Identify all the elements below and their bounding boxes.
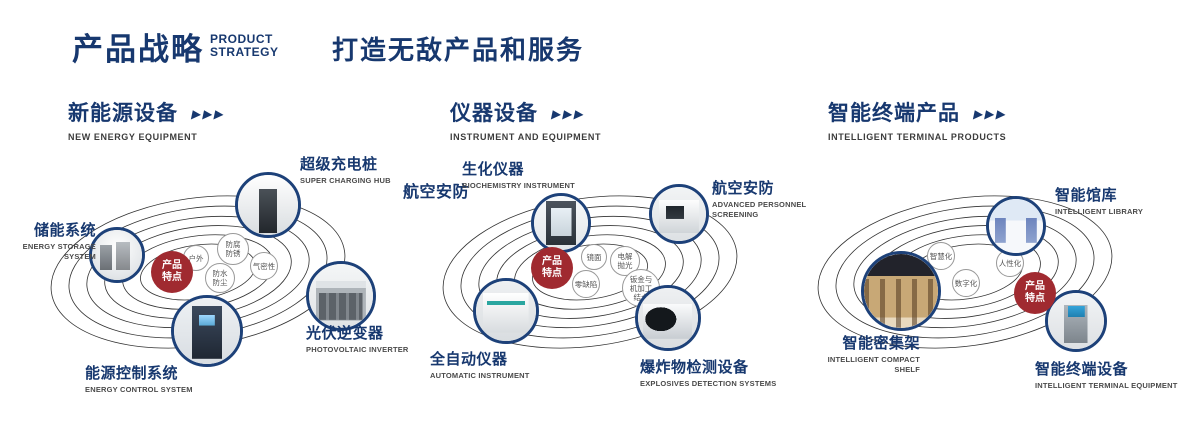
product-photo-automatic-instrument — [473, 278, 539, 344]
product-photo-biochemistry — [531, 193, 591, 253]
product-photo-pv-inverter — [306, 261, 376, 331]
feature-bubble-waterproof: 防水防尘 — [205, 263, 235, 293]
badge-label: 产品特点 — [162, 260, 182, 283]
product-name-zh: 超级充电桩 — [300, 156, 378, 173]
energy-control-image — [174, 298, 240, 364]
aviation-security-label: 航空安防 — [403, 184, 470, 201]
compact-shelf-image — [864, 254, 938, 328]
section-subtitle-new-energy: NEW ENERGY EQUIPMENT — [68, 132, 198, 142]
page-title: 产品战略 — [72, 32, 204, 67]
label-automatic-instrument: 全自动仪器 AUTOMATIC INSTRUMENT — [430, 348, 555, 381]
terminal-equipment-image — [1048, 293, 1104, 349]
product-name-en: BIOCHEMISTRY INSTRUMENT — [462, 181, 575, 190]
section-header-instrument: 仪器设备 ▶▶▶ INSTRUMENT AND EQUIPMENT — [450, 97, 601, 142]
feature-text: 零缺陷 — [574, 279, 598, 289]
feature-text: 防腐防锈 — [225, 240, 241, 258]
feature-text: 户外 — [188, 253, 204, 263]
section-subtitle-intelligent-terminal: INTELLIGENT TERMINAL PRODUCTS — [828, 132, 1007, 142]
product-photo-super-charging-hub — [235, 172, 301, 238]
product-name-en: INTELLIGENT LIBRARY — [1055, 207, 1144, 216]
section-title-intelligent-terminal: 智能终端产品 — [828, 102, 960, 125]
product-photo-explosives-detection — [635, 285, 701, 351]
feature-text: 电解抛光 — [617, 252, 633, 270]
product-name-zh: 生化仪器 — [462, 161, 525, 178]
page-title-en-line1: PRODUCT — [210, 32, 273, 46]
label-energy-storage: 储能系统 ENERGY STORAGE SYSTEM — [8, 219, 96, 262]
product-features-badge: 产品特点 — [1014, 272, 1056, 314]
product-name-zh: 智能馆库 — [1055, 187, 1118, 204]
label-pv-inverter: 光伏逆变器 PHOTOVOLTAIC INVERTER — [306, 322, 426, 355]
product-name-en: PHOTOVOLTAIC INVERTER — [306, 345, 409, 354]
biochemistry-instrument-image — [534, 196, 588, 250]
feature-bubble-mirror: 镜面 — [581, 244, 607, 270]
orbit-ellipses-intelligent-terminal — [817, 195, 1113, 349]
label-terminal-equipment: 智能终端设备 INTELLIGENT TERMINAL EQUIPMENT — [1035, 358, 1195, 391]
label-energy-control: 能源控制系统 ENERGY CONTROL SYSTEM — [85, 362, 215, 395]
triple-arrow-icon: ▶▶▶ — [550, 107, 588, 121]
pv-inverter-image — [309, 264, 373, 328]
product-name-zh: 光伏逆变器 — [306, 325, 384, 342]
section-title-new-energy: 新能源设备 — [68, 102, 178, 125]
feature-text: 人性化 — [998, 258, 1022, 268]
feature-bubble-anticorrosion: 防腐防锈 — [217, 233, 249, 265]
label-personnel-screening: 航空安防 ADVANCED PERSONNEL SCREENING — [712, 177, 830, 220]
product-photo-intelligent-library — [986, 196, 1046, 256]
label-intelligent-library: 智能馆库 INTELLIGENT LIBRARY — [1055, 184, 1175, 217]
product-name-zh: 能源控制系统 — [85, 365, 179, 382]
feature-text: 气密性 — [252, 261, 276, 271]
product-name-en: AUTOMATIC INSTRUMENT — [430, 371, 530, 380]
energy-storage-image — [92, 230, 142, 280]
product-name-zh: 智能终端设备 — [1035, 361, 1129, 378]
charging-pile-image — [238, 175, 298, 235]
tagline: 打造无敌产品和服务 — [332, 35, 585, 65]
product-name-en: INTELLIGENT COMPACT SHELF — [827, 355, 920, 375]
triple-arrow-icon: ▶▶▶ — [190, 107, 228, 121]
product-name-zh: 航空安防 — [712, 180, 775, 197]
section-subtitle-instrument: INSTRUMENT AND EQUIPMENT — [450, 132, 602, 142]
automatic-instrument-image — [476, 281, 536, 341]
section-title-instrument: 仪器设备 — [450, 102, 538, 125]
product-photo-personnel-screening — [649, 184, 709, 244]
product-name-zh: 储能系统 — [33, 222, 96, 239]
product-name-en: ENERGY CONTROL SYSTEM — [85, 385, 193, 394]
product-name-en: INTELLIGENT TERMINAL EQUIPMENT — [1035, 381, 1178, 390]
feature-bubble-smart: 智慧化 — [927, 242, 955, 270]
label-super-charging-hub: 超级充电桩 SUPER CHARGING HUB — [300, 153, 420, 186]
product-photo-terminal-equipment — [1045, 290, 1107, 352]
product-name-zh: 爆炸物检测设备 — [640, 359, 749, 376]
page-title-en-line2: STRATEGY — [210, 45, 279, 59]
badge-label: 产品特点 — [542, 256, 562, 279]
product-features-badge: 产品特点 — [531, 247, 573, 289]
label-explosives-detection: 爆炸物检测设备 EXPLOSIVES DETECTION SYSTEMS — [640, 356, 800, 389]
feature-text: 数字化 — [954, 278, 978, 288]
intelligent-library-image — [989, 199, 1043, 253]
section-header-new-energy: 新能源设备 ▶▶▶ NEW ENERGY EQUIPMENT — [68, 97, 228, 142]
personnel-screening-image — [652, 187, 706, 241]
product-name-zh: 全自动仪器 — [430, 351, 508, 368]
feature-text: 镜面 — [586, 252, 602, 262]
feature-text: 智慧化 — [929, 251, 953, 261]
feature-bubble-airtight: 气密性 — [250, 252, 278, 280]
explosives-detection-image — [638, 288, 698, 348]
product-photo-compact-shelf — [861, 251, 941, 331]
label-biochemistry: 生化仪器 BIOCHEMISTRY INSTRUMENT — [462, 158, 582, 191]
product-name-en: SUPER CHARGING HUB — [300, 176, 391, 185]
page-title-english: PRODUCT STRATEGY — [210, 33, 278, 59]
feature-bubble-zero-defect: 零缺陷 — [572, 270, 600, 298]
product-features-badge: 产品特点 — [151, 251, 193, 293]
product-name-en: ADVANCED PERSONNEL SCREENING — [712, 200, 807, 220]
product-photo-energy-control — [171, 295, 243, 367]
label-compact-shelf: 智能密集架 INTELLIGENT COMPACT SHELF — [818, 332, 920, 375]
product-name-en: EXPLOSIVES DETECTION SYSTEMS — [640, 379, 777, 388]
product-name-en: ENERGY STORAGE SYSTEM — [22, 242, 96, 262]
feature-bubble-digital: 数字化 — [952, 269, 980, 297]
section-header-intelligent-terminal: 智能终端产品 ▶▶▶ INTELLIGENT TERMINAL PRODUCTS — [828, 97, 1010, 142]
product-name-zh: 智能密集架 — [842, 335, 920, 352]
triple-arrow-icon: ▶▶▶ — [972, 107, 1010, 121]
product-photo-energy-storage — [89, 227, 145, 283]
badge-label: 产品特点 — [1025, 281, 1045, 304]
feature-text: 防水防尘 — [212, 269, 228, 287]
